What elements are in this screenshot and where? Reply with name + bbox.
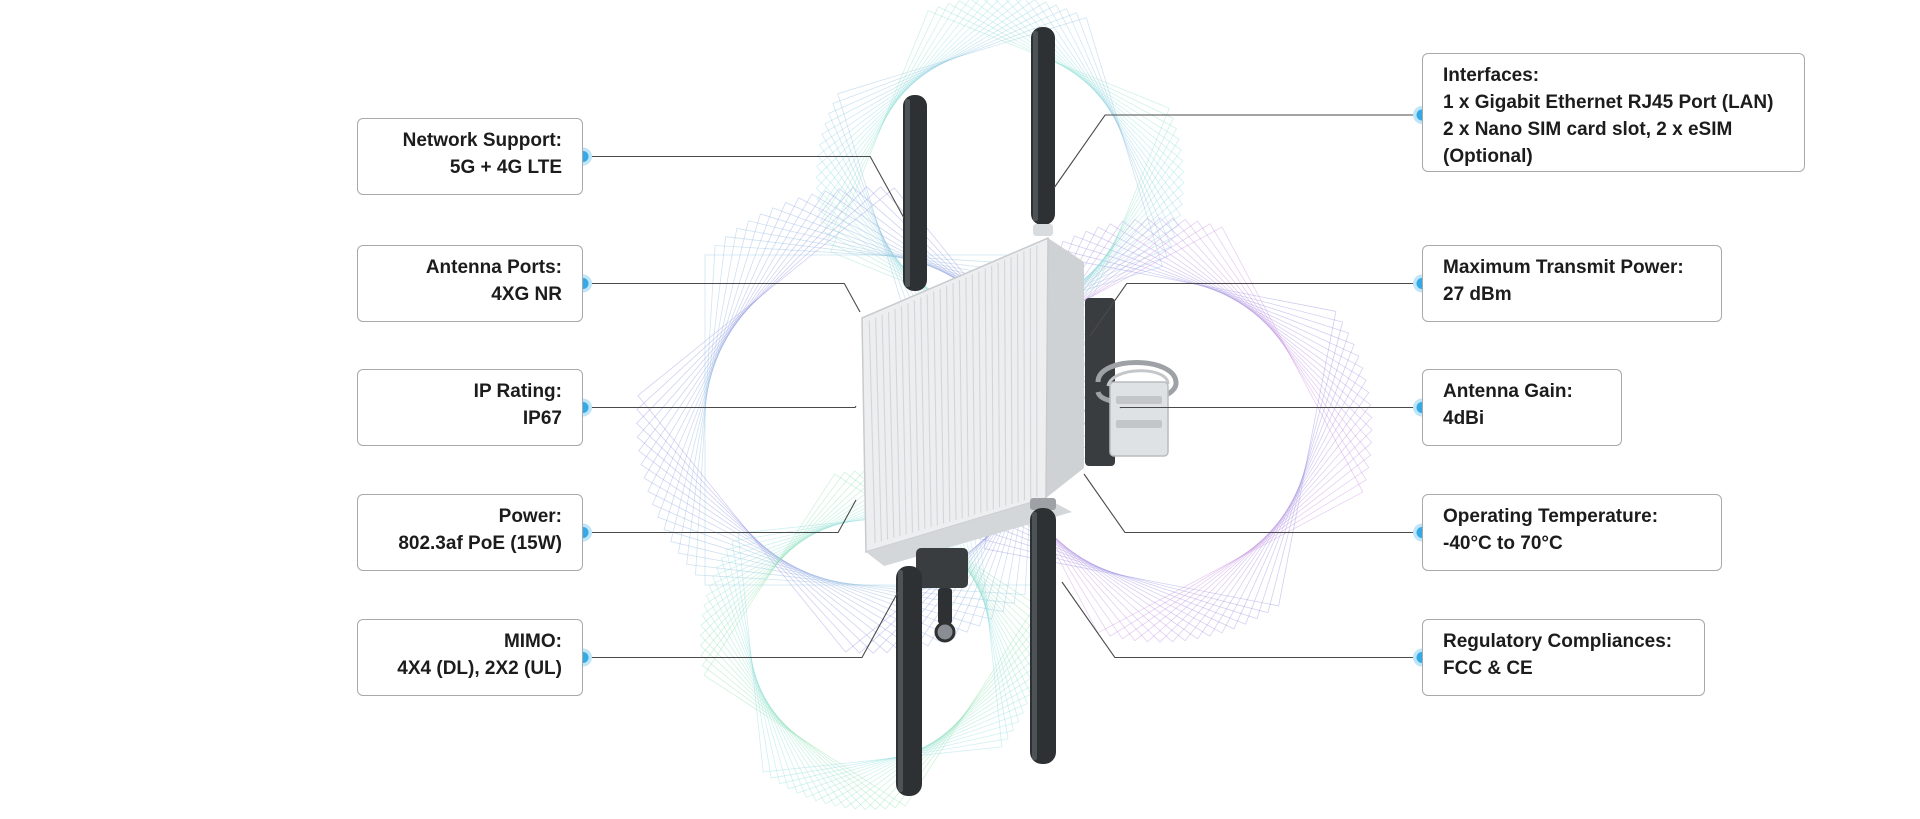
spec-ip-rating: IP Rating: IP67	[357, 369, 583, 446]
spec-value: 4dBi	[1443, 408, 1485, 429]
spec-title: Maximum Transmit Power:	[1443, 257, 1684, 278]
spec-regulatory-compliances: Regulatory Compliances: FCC & CE	[1422, 619, 1705, 696]
leader-line-power	[583, 499, 857, 534]
spec-title: Operating Temperature:	[1443, 506, 1659, 527]
swirl-line	[737, 507, 1003, 773]
antenna-top-left	[903, 95, 927, 291]
spec-title: Regulatory Compliances:	[1443, 631, 1673, 652]
cooling-fin	[978, 271, 982, 513]
spec-title: IP Rating:	[473, 381, 562, 402]
cooling-fin	[1010, 256, 1013, 505]
cooling-fin	[1016, 254, 1019, 503]
leader-line-mimo	[583, 591, 899, 659]
spec-title: Interfaces:	[1443, 65, 1540, 86]
spec-mimo: MIMO: 4X4 (DL), 2X2 (UL)	[357, 619, 583, 696]
cooling-fin	[971, 274, 976, 515]
spec-title: Network Support:	[402, 130, 562, 151]
bottom-connector	[916, 548, 968, 643]
cooling-fin	[868, 320, 876, 544]
spec-value: 5G + 4G LTE	[449, 157, 562, 178]
leader-line-ip-rating	[583, 405, 857, 409]
cooling-fin	[894, 308, 901, 537]
cooling-fin	[984, 268, 988, 512]
antenna-top-center	[1031, 27, 1055, 236]
antenna-bottom-left	[896, 566, 922, 796]
spec-value: -40°C to 70°C	[1443, 533, 1563, 554]
spec-interfaces: Interfaces: 1 x Gigabit Ethernet RJ45 Por…	[1422, 53, 1805, 172]
leader-line-operating-temperature	[1083, 473, 1422, 534]
spec-network-support: Network Support: 5G + 4G LTE	[357, 118, 583, 195]
leader-line-network-support	[583, 155, 905, 219]
cooling-fin	[946, 285, 951, 522]
cooling-fin	[907, 303, 913, 533]
spec-max-transmit-power: Maximum Transmit Power: 27 dBm	[1422, 245, 1722, 322]
cooling-fin	[881, 314, 889, 540]
router-housing	[861, 236, 1084, 566]
cooling-fin	[997, 262, 1001, 508]
spec-value: 802.3af PoE (15W)	[398, 533, 562, 554]
cooling-fin	[920, 297, 926, 529]
leader-lines	[583, 114, 1422, 659]
spec-operating-temperature: Operating Temperature: -40°C to 70°C	[1422, 494, 1722, 571]
spec-value: 27 dBm	[1443, 284, 1512, 305]
cooling-fin	[952, 282, 957, 521]
spec-value: (Optional)	[1443, 146, 1533, 167]
cooling-fin	[888, 311, 895, 538]
cooling-fins	[868, 245, 1038, 544]
leader-line-antenna-ports	[583, 282, 861, 313]
spec-title: MIMO:	[503, 631, 562, 652]
cooling-fin	[958, 280, 963, 519]
cooling-fin	[1023, 251, 1025, 501]
leader-line-antenna-gain	[1119, 406, 1422, 409]
pole-mount-bracket	[1085, 298, 1179, 466]
cooling-fin	[900, 306, 907, 535]
spec-title: Antenna Ports:	[425, 257, 562, 278]
antenna-bottom-center	[1030, 498, 1056, 764]
leader-line-regulatory-compliances	[1061, 581, 1422, 659]
spec-antenna-ports: Antenna Ports: 4XG NR	[357, 245, 583, 322]
swirl-line	[705, 475, 1035, 805]
spec-title: Power:	[498, 506, 562, 527]
cooling-fin	[1004, 259, 1007, 506]
cooling-fin	[965, 277, 969, 517]
cooling-fin	[875, 317, 882, 542]
spec-value: 2 x Nano SIM card slot, 2 x eSIM	[1443, 119, 1733, 140]
cooling-fin	[991, 265, 994, 510]
spec-antenna-gain: Antenna Gain: 4dBi	[1422, 369, 1622, 446]
spec-value: 1 x Gigabit Ethernet RJ45 Port (LAN)	[1443, 92, 1774, 113]
leader-line-max-transmit-power	[1089, 282, 1422, 337]
swirl-line	[816, 0, 1184, 364]
swirl-line	[703, 473, 1037, 807]
cooling-fin	[913, 300, 920, 531]
spec-value: 4XG NR	[491, 284, 562, 305]
spec-power: Power: 802.3af PoE (15W)	[357, 494, 583, 571]
cooling-fin	[926, 294, 932, 528]
leader-line-interfaces	[1053, 114, 1422, 189]
cooling-fin	[939, 288, 945, 524]
swirl-line	[731, 501, 1009, 779]
cooling-fin	[933, 291, 938, 526]
spec-value: IP67	[522, 408, 562, 429]
spec-value: FCC & CE	[1443, 658, 1533, 679]
spec-title: Antenna Gain:	[1443, 381, 1573, 402]
spec-value: 4X4 (DL), 2X2 (UL)	[397, 658, 562, 679]
